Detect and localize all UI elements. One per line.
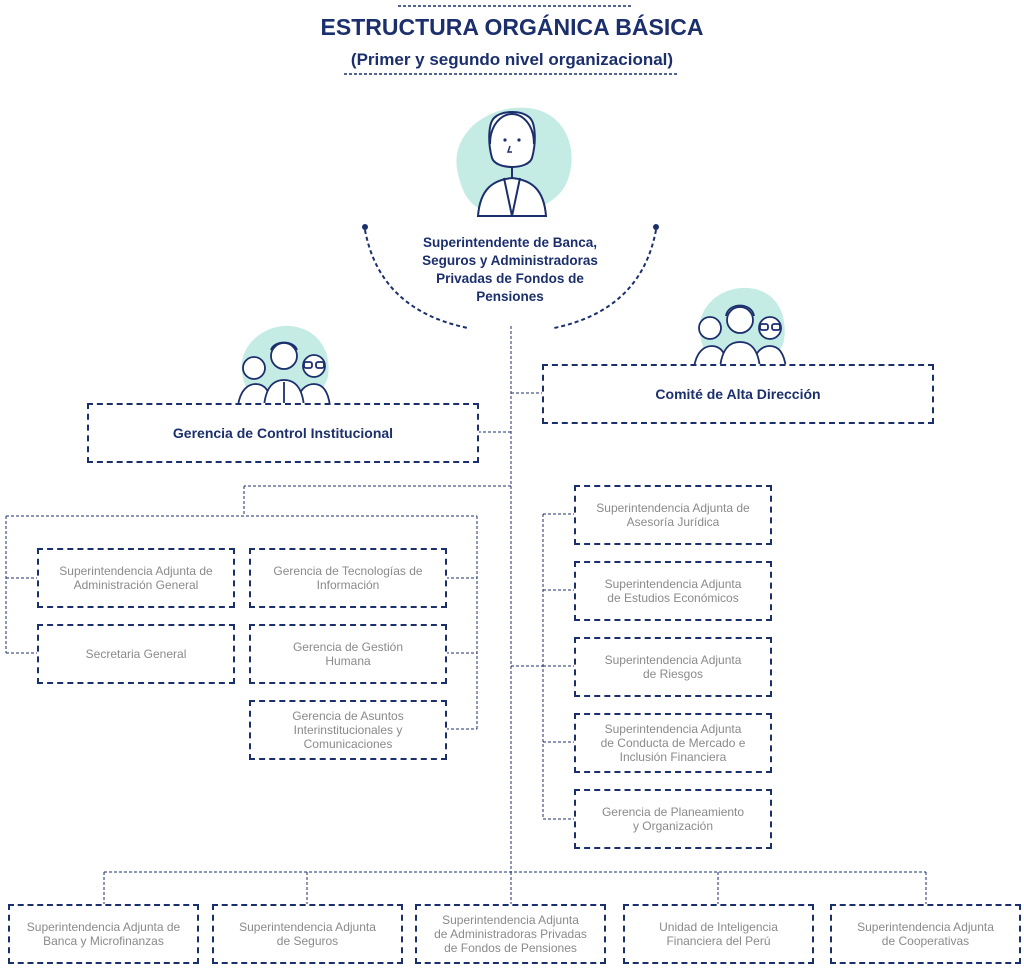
unit-box-gestion-humana: Gerencia de Gestión Humana — [249, 624, 447, 684]
unit-box-secretaria-general: Secretaria General — [37, 624, 235, 684]
unit-box-cooperativas: Superintendencia Adjunta de Cooperativas — [830, 904, 1021, 964]
comite-alta-direccion-box: Comité de Alta Dirección — [542, 364, 934, 424]
unit-box-riesgos: Superintendencia Adjunta de Riesgos — [574, 637, 772, 697]
unit-box-seguros: Superintendencia Adjunta de Seguros — [212, 904, 403, 964]
superintendent-avatar-icon — [456, 107, 572, 217]
control-team-icon — [237, 325, 331, 406]
superintendent-label: Superintendente de Banca, Seguros y Admi… — [422, 235, 598, 304]
unit-box-tecnologias-informacion: Gerencia de Tecnologías de Información — [249, 548, 447, 608]
unit-box-fondos-pensiones: Superintendencia Adjunta de Administrado… — [415, 904, 606, 964]
committee-group-icon — [693, 287, 787, 368]
unit-box-conducta-mercado: Superintendencia Adjunta de Conducta de … — [574, 713, 772, 773]
unit-box-asuntos-interinstitucionales: Gerencia de Asuntos Interinstitucionales… — [249, 700, 447, 760]
unit-box-inteligencia-financiera: Unidad de Inteligencia Financiera del Pe… — [623, 904, 814, 964]
page-subtitle: (Primer y segundo nivel organizacional) — [350, 50, 674, 69]
unit-box-administracion-general: Superintendencia Adjunta de Administraci… — [37, 548, 235, 608]
unit-box-asesoria-juridica: Superintendencia Adjunta de Asesoría Jur… — [574, 485, 772, 545]
unit-box-estudios-economicos: Superintendencia Adjunta de Estudios Eco… — [574, 561, 772, 621]
unit-box-banca-microfinanzas: Superintendencia Adjunta de Banca y Micr… — [8, 904, 199, 964]
unit-box-planeamiento-organizacion: Gerencia de Planeamiento y Organización — [574, 789, 772, 849]
page-title: ESTRUCTURA ORGÁNICA BÁSICA — [320, 14, 704, 40]
gerencia-control-institucional-box: Gerencia de Control Institucional — [87, 403, 479, 463]
